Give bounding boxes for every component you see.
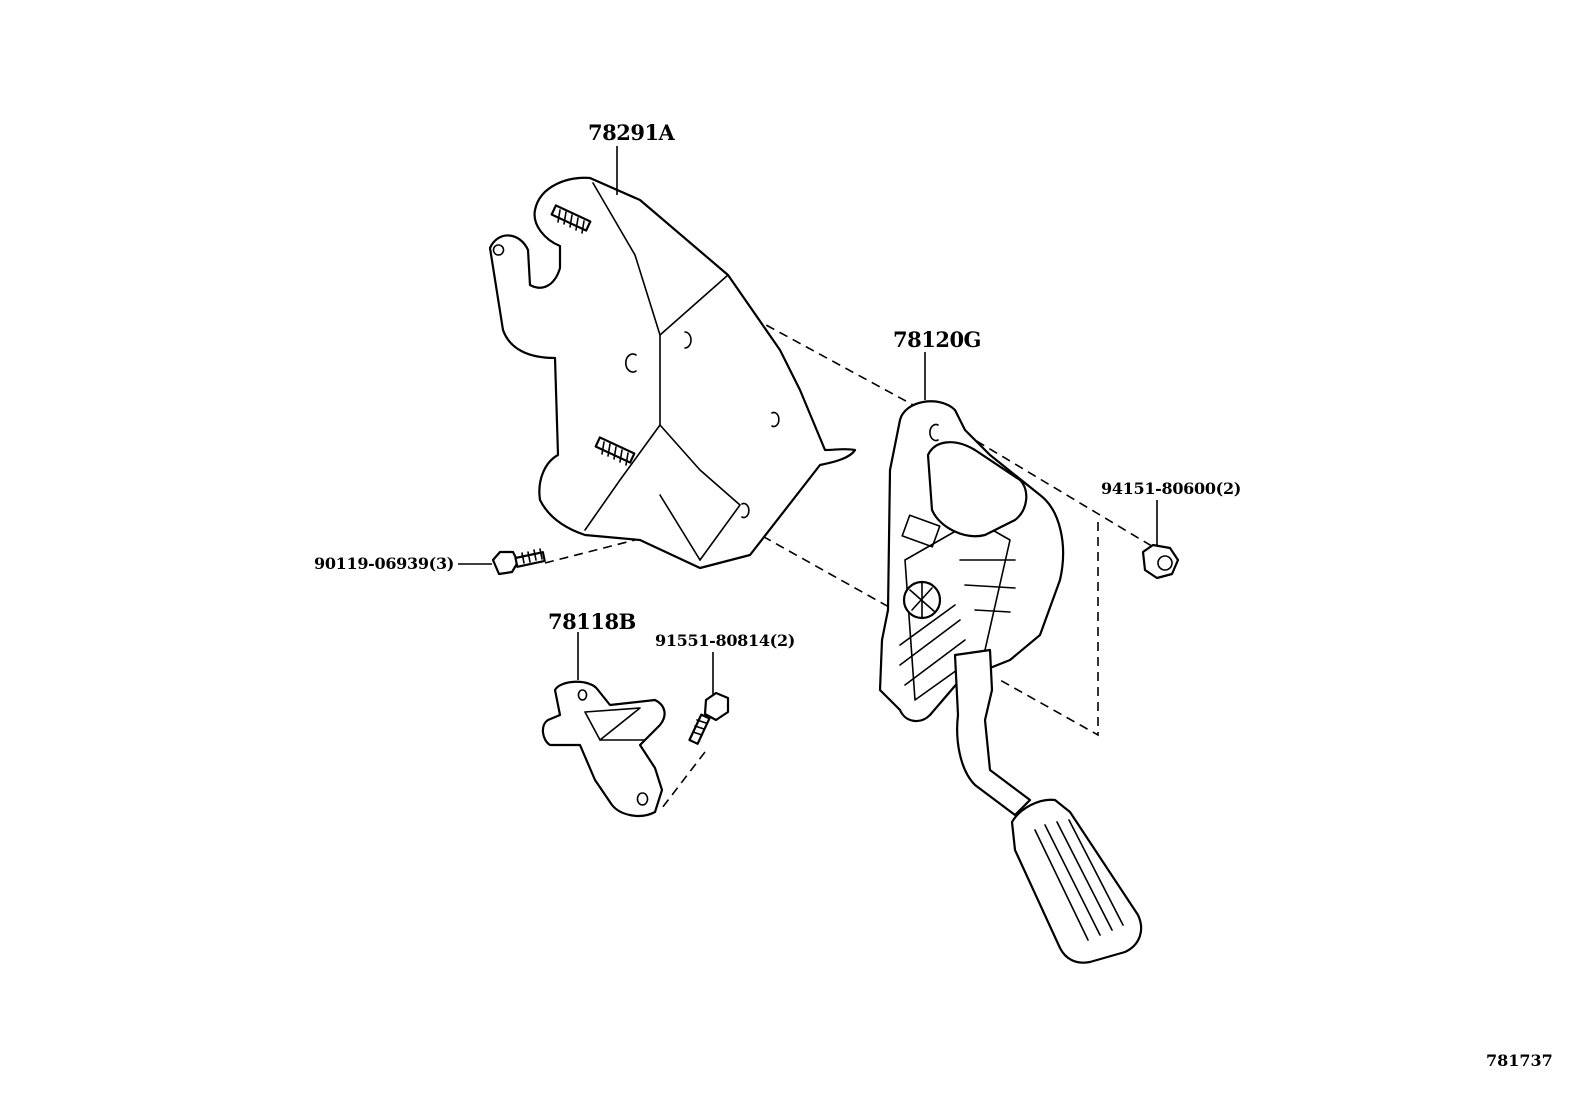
figure-reference-number: 781737	[1486, 1051, 1553, 1070]
stud-lower	[594, 436, 636, 466]
bolt-90119[interactable]	[491, 548, 546, 576]
label-78118b: 78118B	[548, 609, 636, 634]
label-91551-80814: 91551-80814(2)	[655, 631, 796, 650]
label-78120g: 78120G	[893, 327, 982, 352]
accelerator-pedal-78120g[interactable]	[878, 400, 1143, 964]
stud-upper	[550, 204, 592, 234]
leader-lines	[458, 146, 1158, 694]
label-90119-06939: 90119-06939(3)	[314, 554, 455, 573]
bracket-78291a[interactable]	[488, 176, 857, 570]
bolt-91551[interactable]	[688, 691, 730, 745]
nut-94151[interactable]	[1141, 543, 1180, 580]
bracket-78118b[interactable]	[541, 680, 666, 818]
label-94151-80600: 94151-80600(2)	[1101, 479, 1242, 498]
label-78291a: 78291A	[588, 120, 675, 145]
